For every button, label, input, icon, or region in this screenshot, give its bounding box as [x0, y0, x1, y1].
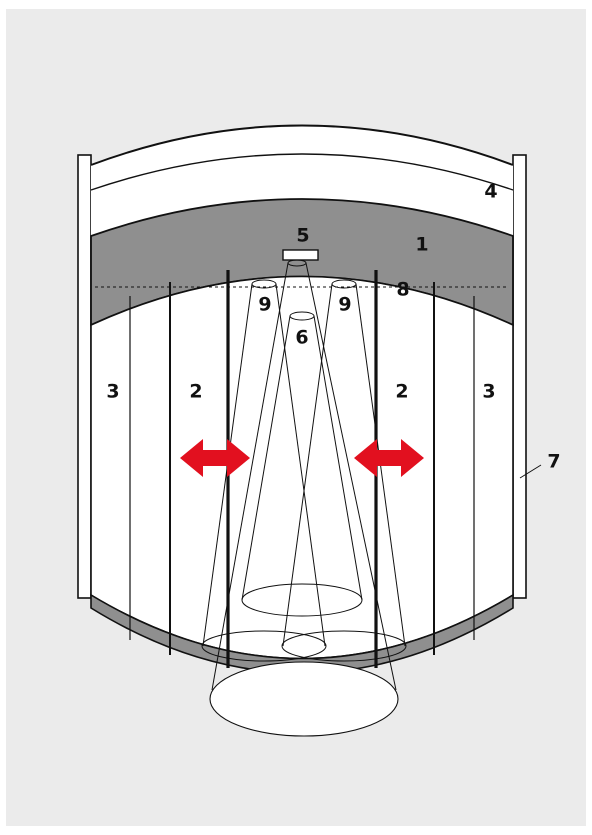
bottom-skirt	[90, 593, 514, 674]
beam-main-edge	[305, 262, 397, 691]
beam-center-edge	[313, 315, 363, 601]
label-beam-left: 9	[258, 294, 271, 316]
label-band: 1	[415, 234, 428, 256]
beam-center-base	[241, 583, 363, 617]
left-post	[77, 154, 92, 599]
beam-left-edge	[275, 283, 326, 647]
label-dashed-line: 8	[396, 279, 409, 301]
beam-right-base	[281, 630, 407, 662]
beam-left-base	[201, 630, 327, 662]
projector-box	[282, 249, 319, 261]
label-inner-curtain-left: 2	[189, 381, 202, 403]
label-outer-curtain-left: 3	[106, 381, 119, 403]
label-projector: 5	[296, 225, 309, 247]
post-leader-line	[519, 464, 542, 479]
right-post	[512, 154, 527, 599]
label-post: 7	[547, 451, 560, 473]
beam-main-base	[209, 661, 399, 737]
beam-main-edge	[211, 262, 289, 691]
label-center-beam: 6	[295, 327, 308, 349]
label-inner-curtain-right: 2	[395, 381, 408, 403]
double-arrow-icon	[354, 439, 424, 477]
double-arrow-icon	[180, 439, 250, 477]
label-beam-right: 9	[338, 294, 351, 316]
label-top-ring: 4	[484, 181, 497, 203]
beam-right-edge	[282, 283, 333, 647]
beam-center-edge	[241, 315, 291, 601]
top-ring-outer	[90, 124, 514, 166]
top-ring-inner	[90, 153, 514, 191]
label-outer-curtain-right: 3	[482, 381, 495, 403]
